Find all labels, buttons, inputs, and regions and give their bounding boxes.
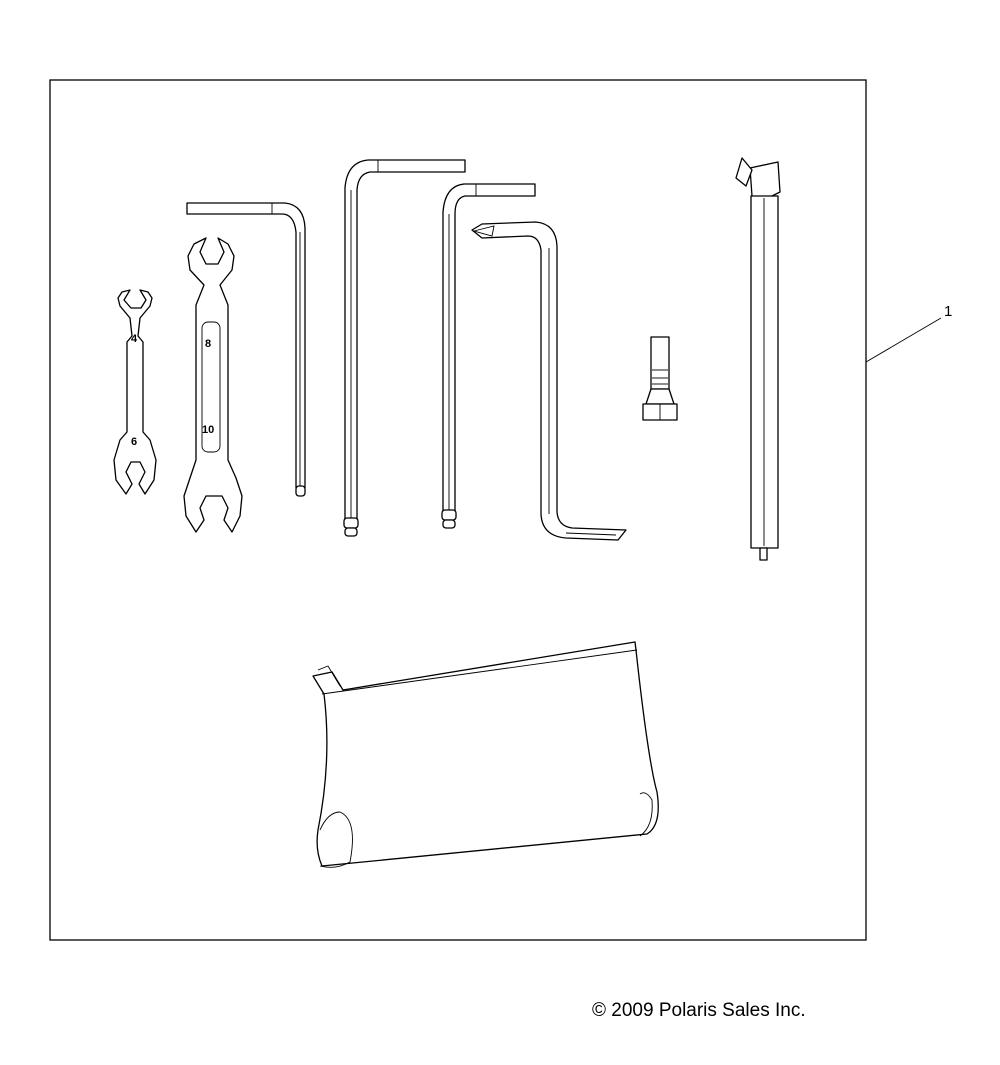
socket-wrench-icon [735, 157, 781, 561]
small-tool-icon [642, 336, 678, 421]
small-wrench-icon: 4 6 [113, 289, 157, 495]
hex-key-small-icon [186, 202, 306, 497]
wrench-size-label: 4 [131, 333, 138, 345]
diagram-frame [49, 79, 867, 941]
wrench-size-label: 6 [131, 436, 137, 448]
screwdriver-bar-icon [471, 221, 627, 541]
hex-key-medium-icon [441, 183, 536, 529]
callout-number: 1 [944, 303, 952, 320]
tool-pouch-icon [312, 641, 659, 868]
wrench-size-label: 10 [202, 424, 214, 436]
wrench-size-label: 8 [205, 338, 211, 350]
copyright-notice: © 2009 Polaris Sales Inc. [592, 1000, 806, 1021]
hex-key-large-icon [343, 159, 466, 537]
callout-1: 1 [865, 303, 952, 363]
large-wrench-icon: 8 10 [183, 237, 243, 533]
